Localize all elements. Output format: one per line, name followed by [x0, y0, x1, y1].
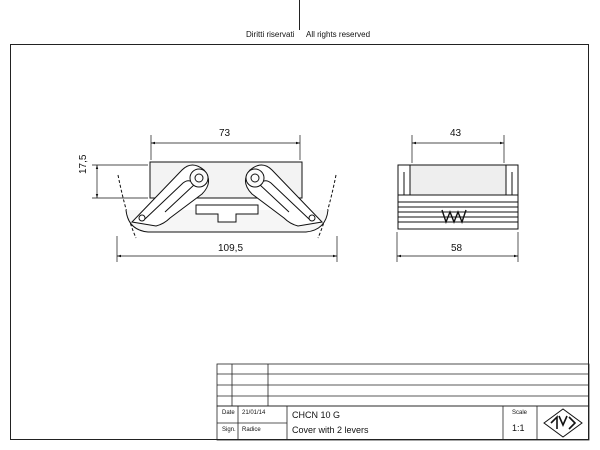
scale-label: Scale	[512, 410, 528, 416]
dim-side-overall-width: 58	[451, 243, 463, 254]
date-label: Date	[222, 410, 235, 416]
sign-label: Sign.	[222, 427, 236, 433]
rights-italian: Diritti riservati	[246, 30, 295, 39]
front-dims	[92, 135, 338, 262]
top-center-mark	[299, 0, 300, 30]
title-block-grid	[216, 363, 590, 441]
side-view	[397, 164, 519, 230]
rights-english: All rights reserved	[306, 30, 371, 39]
date-value: 21/01/14	[242, 410, 266, 416]
sign-value: Radice	[242, 427, 261, 433]
dim-front-overall-width: 109,5	[218, 243, 244, 254]
scale-value: 1:1	[512, 423, 525, 433]
front-view	[117, 161, 337, 239]
drawing-frame	[10, 44, 589, 440]
dim-front-top-width: 73	[219, 128, 231, 139]
product-description: Cover with 2 levers	[292, 425, 369, 435]
product-code: CHCN 10 G	[292, 410, 341, 420]
dim-front-height: 17,5	[78, 154, 89, 174]
brand-logo	[543, 408, 583, 438]
dim-side-top-width: 43	[450, 128, 462, 139]
side-dims	[396, 135, 519, 262]
